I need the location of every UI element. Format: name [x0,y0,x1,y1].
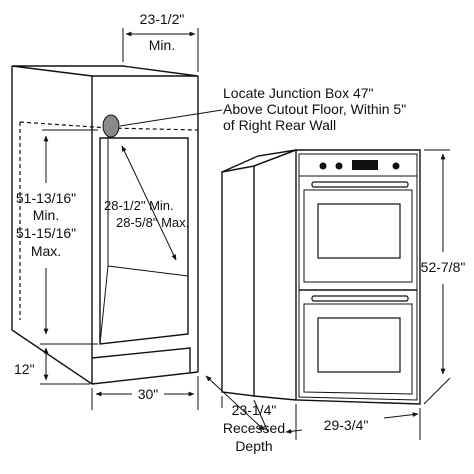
cutout-height-label-2: Min. [33,207,59,223]
control-knob-left [319,162,327,170]
cutout-depth-label-2: 28-5/8" Max. [116,215,189,230]
control-knob-center [335,162,343,170]
cutout-depth-label-1: 28-1/2" Min. [104,198,174,213]
recessed-depth-dimension [205,375,269,433]
junction-note-line-2: Above Cutout Floor, Within 5" [223,101,406,117]
junction-note-line-1: Locate Junction Box 47" [223,85,374,101]
control-display [352,160,378,170]
upper-door-window [317,203,401,259]
junction-box [102,114,120,138]
top-width-label: 23-1/2" [140,11,185,27]
floor-height-label: 12" [14,361,35,377]
oven-width-label: 29-3/4" [324,417,369,433]
control-knob-right [392,162,400,170]
floor-height-dimension [40,343,98,385]
wall-oven-drawing [221,149,421,405]
cabinet-width-label: 30" [138,386,159,402]
top-width-min-label: Min. [149,37,175,53]
oven-height-dimension [423,149,451,405]
cutout-height-label-1: 51-13/16" [16,190,76,206]
junction-note-line-3: of Right Rear Wall [223,117,336,133]
recessed-depth-label-3: Depth [235,438,272,454]
top-width-dimension [122,28,199,72]
recessed-depth-label-2: Recessed [223,420,285,436]
lower-door-window [317,317,401,373]
lower-door-handle [311,295,409,302]
upper-door-handle [311,181,409,188]
junction-leader-line [119,109,223,127]
oven-height-label: 52-7/8" [421,259,466,275]
cutout-height-label-3: 51-15/16" [16,225,76,241]
cabinet-drawing [11,65,199,385]
cutout-depth-dimension [121,145,177,261]
cutout-height-label-4: Max. [31,243,61,259]
recessed-depth-label-1: 23-1/4" [232,402,277,418]
oven-width-dimension [285,404,421,440]
cabinet-width-dimension [91,376,199,410]
cutout-height-dimension [42,129,98,335]
